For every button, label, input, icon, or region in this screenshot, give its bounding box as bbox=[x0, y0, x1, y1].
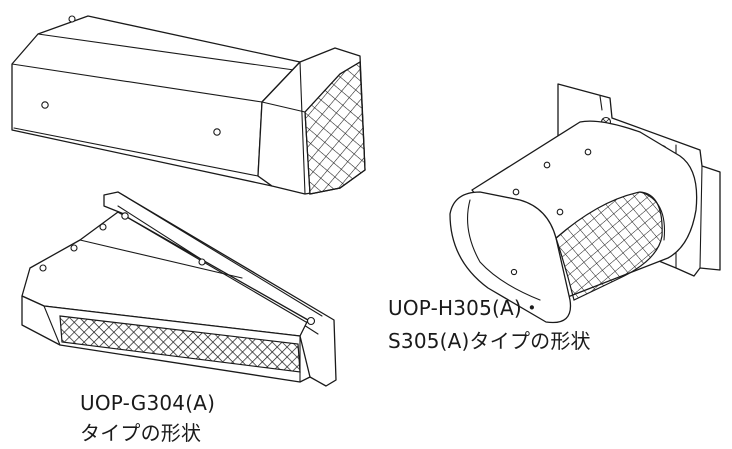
screw-hole bbox=[121, 212, 129, 220]
screw-hole bbox=[41, 101, 49, 109]
screw-hole bbox=[39, 264, 47, 272]
wedge-hood-figure bbox=[21, 191, 337, 387]
octagonal-duct-figure bbox=[11, 15, 366, 195]
screw-hole bbox=[70, 244, 78, 252]
oval-hood-figure bbox=[449, 83, 721, 324]
screw-hole bbox=[584, 148, 592, 156]
screw-hole bbox=[198, 258, 206, 266]
screw-hole bbox=[556, 208, 564, 216]
caption-label-g304: タイプの形状 bbox=[80, 421, 202, 445]
screw-hole bbox=[512, 188, 520, 196]
screw-hole bbox=[543, 161, 551, 169]
model-label-g304: UOP-G304(A) bbox=[80, 391, 216, 415]
screw-hole bbox=[213, 128, 221, 136]
caption-label-s305: S305(A)タイプの形状 bbox=[388, 329, 591, 353]
screw-hole bbox=[68, 15, 76, 23]
screw-hole bbox=[99, 223, 107, 231]
model-label-h305: UOP-H305(A)・ bbox=[388, 296, 543, 320]
screw-hole bbox=[510, 268, 518, 276]
screw-hole bbox=[306, 316, 316, 326]
